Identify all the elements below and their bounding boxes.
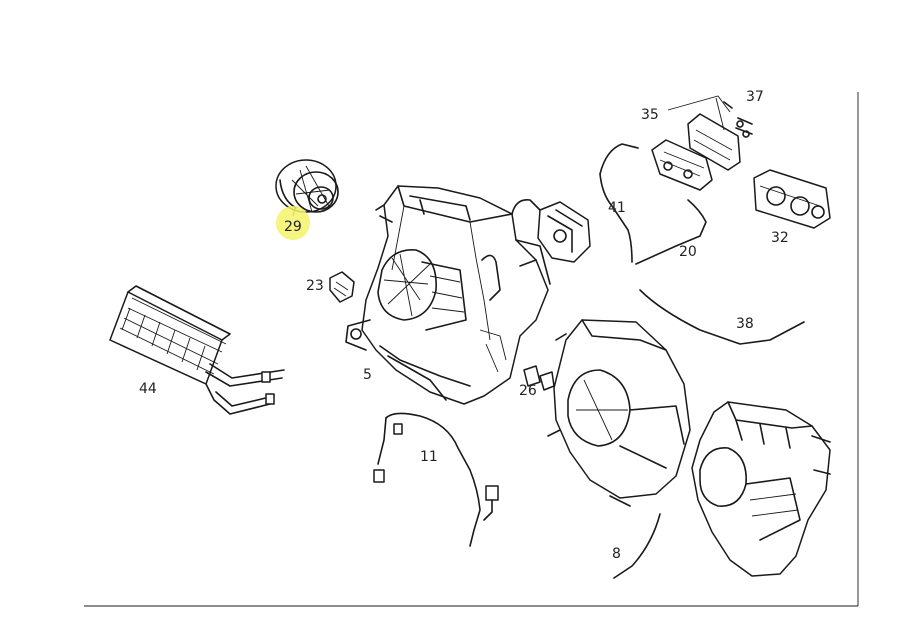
label-35: 35 (641, 107, 659, 123)
label-11: 11 (420, 449, 438, 465)
part-8-case-half (547, 319, 691, 579)
part-8-case-half-right (691, 401, 831, 577)
part-41-actuator-motor (537, 143, 639, 263)
part-38-wire (639, 289, 805, 345)
part-44-heater-core (109, 285, 285, 415)
part-11-wiring-harness (373, 412, 499, 547)
label-44: 44 (139, 381, 157, 397)
part-35-control-panel (651, 95, 753, 191)
label-5: 5 (363, 367, 372, 383)
part-23-actuator (329, 271, 355, 303)
part-32-control-unit (753, 169, 831, 229)
part-29-highlight (276, 206, 310, 240)
label-26: 26 (519, 383, 537, 399)
label-8: 8 (612, 546, 621, 562)
label-20: 20 (679, 244, 697, 260)
label-32: 32 (771, 230, 789, 246)
part-29-blower-motor (275, 159, 339, 217)
label-37: 37 (746, 89, 764, 105)
label-23: 23 (306, 278, 324, 294)
label-29: 29 (284, 219, 302, 235)
label-41: 41 (608, 200, 626, 216)
label-38: 38 (736, 316, 754, 332)
part-20-wire (635, 199, 707, 265)
part-5-hvac-housing (345, 185, 551, 405)
